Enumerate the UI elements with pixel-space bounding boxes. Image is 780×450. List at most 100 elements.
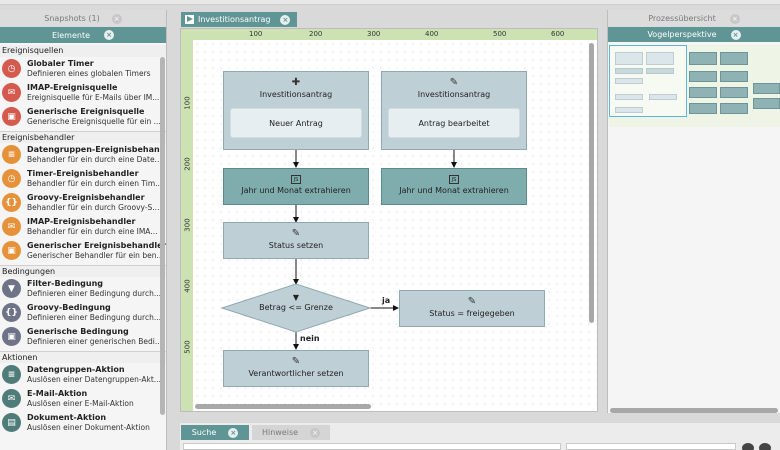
generic-handler-icon: ▣ (2, 241, 21, 260)
palette-item-description: Definieren einer generischen Bedi... (27, 337, 162, 346)
script-icon: {} (2, 303, 21, 322)
ruler-x-label: 600 (551, 30, 565, 38)
palette-category[interactable]: Ereignisbehandler (0, 131, 166, 143)
palette-item-description: Ereignisquelle für E-Mails über IM... (27, 93, 160, 102)
close-icon[interactable]: × (730, 29, 741, 40)
tab-snapshots[interactable]: Snapshots (1) × (0, 10, 166, 27)
minimap-node (689, 87, 717, 98)
minimap-node (689, 52, 717, 65)
ruler-corner (181, 29, 193, 40)
palette-item-name: E-Mail-Aktion (27, 389, 88, 398)
node-label: Jahr und Monat extrahieren (399, 186, 509, 195)
script-icon: JS (291, 175, 301, 184)
clock-icon: ◷ (2, 169, 21, 188)
right-panel: Prozessübersicht × Vogelperspektive × (607, 10, 780, 413)
tab-hints-label: Hinweise (261, 428, 299, 437)
plus-icon: ✚ (291, 77, 301, 88)
ruler-x-label: 200 (309, 30, 323, 38)
close-icon[interactable]: × (729, 13, 740, 24)
task-node-set-status[interactable]: ✎ Status setzen (223, 222, 369, 259)
close-icon[interactable]: × (104, 30, 115, 40)
decision-node[interactable]: ▼ Betrag <= Grenze (222, 293, 370, 312)
tab-process-overview[interactable]: Prozessübersicht × (608, 10, 780, 27)
connector-layer (220, 150, 457, 350)
close-icon[interactable]: × (228, 427, 239, 438)
editor-vertical-scrollbar[interactable] (589, 43, 594, 323)
palette-item-description: Behandler für ein durch einen Tim... (27, 179, 163, 188)
palette-item-description: Definieren einer Bedingung durch... (27, 313, 162, 322)
database-icon: ≡ (2, 145, 21, 164)
node-title: Investitionsantrag (259, 90, 333, 99)
start-node-new-application[interactable]: ✚ Investitionsantrag Neuer Antrag (223, 71, 369, 150)
palette-scrollbar[interactable] (160, 57, 165, 415)
minimap-node (720, 71, 748, 82)
palette-item[interactable]: ≡Datengruppen-Ereignisbehan...Behandler … (0, 143, 166, 167)
search-input[interactable] (183, 443, 561, 450)
tab-elements[interactable]: Elemente × (0, 27, 166, 43)
settings-button[interactable] (759, 443, 771, 450)
ruler-y-label: 200 (183, 157, 192, 171)
close-icon[interactable]: × (310, 427, 321, 438)
editor-horizontal-scrollbar[interactable] (195, 404, 371, 409)
right-panel-scrollbar[interactable] (610, 408, 778, 413)
tab-hints[interactable]: Hinweise × (252, 425, 330, 440)
minimap-viewport[interactable] (609, 45, 687, 117)
task-node-status-approved[interactable]: ✎ Status = freigegeben (399, 290, 545, 327)
search-button[interactable] (742, 443, 754, 450)
node-inner-box: Neuer Antrag (230, 108, 362, 138)
close-icon[interactable]: × (111, 13, 122, 24)
palette-item-name: Dokument-Aktion (27, 413, 107, 422)
search-filter-input[interactable] (566, 443, 736, 450)
task-node-extract-year-month[interactable]: JS Jahr und Monat extrahieren (223, 168, 369, 205)
ruler-x-label: 100 (249, 30, 263, 38)
edge-label-yes: ja (382, 296, 391, 305)
tab-birdseye[interactable]: Vogelperspektive × (608, 27, 780, 42)
minimap-node (689, 71, 717, 82)
close-icon[interactable]: × (280, 14, 291, 25)
palette-item-description: Definieren eines globalen Timers (27, 69, 151, 78)
task-node-set-responsible[interactable]: ✎ Verantwortlicher setzen (223, 350, 369, 387)
palette-item-name: Datengruppen-Aktion (27, 365, 125, 374)
task-node-extract-year-month[interactable]: JS Jahr und Monat extrahieren (381, 168, 527, 205)
palette-item-description: Auslösen einer Datengruppen-Akt... (27, 375, 161, 384)
palette-category[interactable]: Bedingungen (0, 265, 166, 277)
pencil-icon: ✎ (291, 228, 301, 239)
decision-diamond[interactable] (220, 283, 372, 333)
start-node-application-edited[interactable]: ✎ Investitionsantrag Antrag bearbeitet (381, 71, 527, 150)
minimap-node (689, 103, 717, 114)
palette-item-description: Definieren einer Bedingung durch... (27, 289, 162, 298)
database-icon: ≡ (2, 365, 21, 384)
tab-process-editor[interactable]: Investitionsantrag × (181, 12, 297, 27)
palette-item-name: Groovy-Ereignisbehandler (27, 193, 145, 202)
diagram-canvas[interactable]: ✚ Investitionsantrag Neuer Antrag ✎ Inve… (193, 40, 597, 411)
palette-item-description: Behandler für ein durch eine Date... (27, 155, 162, 164)
minimap-node (720, 87, 748, 98)
tab-snapshots-label: Snapshots (1) (44, 14, 100, 23)
process-editor: 100 200 300 400 500 600 100 200 300 400 … (180, 28, 598, 412)
palette-category[interactable]: Ereignisquellen (0, 45, 166, 57)
tab-search[interactable]: Suche × (181, 425, 249, 440)
palette-category[interactable]: Aktionen (0, 351, 166, 363)
